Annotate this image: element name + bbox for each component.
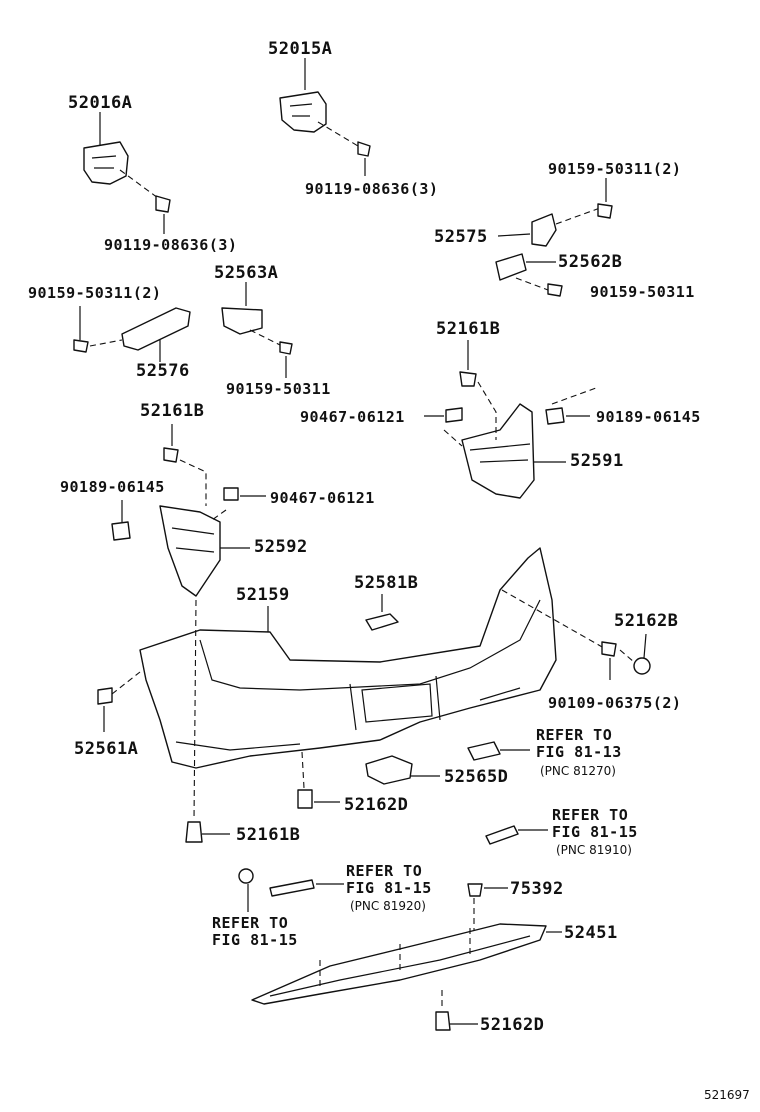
label-52563A: 52563A [214, 263, 279, 283]
label-75392: 75392 [510, 879, 564, 899]
label-90159-50311-l: 90159-50311(2) [28, 284, 162, 302]
label-52015A: 52015A [268, 39, 333, 59]
label-90467-06121-l: 90467-06121 [270, 489, 375, 507]
label-52561A: 52561A [74, 739, 139, 759]
ref3-pnc: (PNC 81920) [350, 899, 426, 913]
label-52581B: 52581B [354, 573, 419, 593]
part-52575-drawing [495, 178, 613, 297]
label-90159-50311-c: 90159-50311 [226, 380, 331, 398]
ref2-line2: FIG 81-15 [552, 823, 638, 841]
label-52161B-b: 52161B [236, 825, 301, 845]
ref4-line2: FIG 81-15 [212, 931, 298, 949]
label-52562B: 52562B [558, 252, 623, 272]
label-90159-50311-tr: 90159-50311(2) [548, 160, 682, 178]
ref3-line2: FIG 81-15 [346, 879, 432, 897]
label-90189-06145-r: 90189-06145 [596, 408, 701, 426]
label-52592: 52592 [254, 537, 308, 557]
ref3-line1: REFER TO [346, 862, 423, 880]
label-90467-06121-r: 90467-06121 [300, 408, 405, 426]
ref1-pnc: (PNC 81270) [540, 764, 616, 778]
ref4-line1: REFER TO [212, 914, 289, 932]
label-52162D-b: 52162D [480, 1015, 545, 1035]
ref1-line2: FIG 81-13 [536, 743, 622, 761]
label-52576: 52576 [136, 361, 190, 381]
figure-code: 521697 [704, 1088, 750, 1102]
label-52161B-r: 52161B [436, 319, 501, 339]
part-52592-drawing [111, 424, 266, 597]
part-52451-drawing [238, 868, 562, 1031]
label-52159: 52159 [236, 585, 290, 605]
label-52016A: 52016A [68, 93, 133, 113]
label-52575: 52575 [434, 227, 488, 247]
label-52162B: 52162B [614, 611, 679, 631]
label-90119-08636-b: 90119-08636(3) [104, 236, 238, 254]
label-52161B-l: 52161B [140, 401, 205, 421]
part-52159-drawing [97, 547, 651, 769]
ref2-pnc: (PNC 81910) [556, 843, 632, 857]
part-52576-drawing [73, 282, 293, 378]
label-52565D: 52565D [444, 767, 509, 787]
label-52162D-a: 52162D [344, 795, 409, 815]
label-90119-08636-a: 90119-08636(3) [305, 180, 439, 198]
part-52591-drawing [424, 340, 597, 499]
label-90109-06375: 90109-06375(2) [548, 694, 682, 712]
ref2-line1: REFER TO [552, 806, 629, 824]
part-52565D-drawing [185, 599, 548, 845]
ref1-line1: REFER TO [536, 726, 613, 744]
part-52015A-drawing [279, 58, 371, 176]
label-90159-50311-r: 90159-50311 [590, 283, 695, 301]
label-90189-06145-l: 90189-06145 [60, 478, 165, 496]
label-52591: 52591 [570, 451, 624, 471]
label-52451: 52451 [564, 923, 618, 943]
part-52016A-drawing [83, 112, 171, 234]
